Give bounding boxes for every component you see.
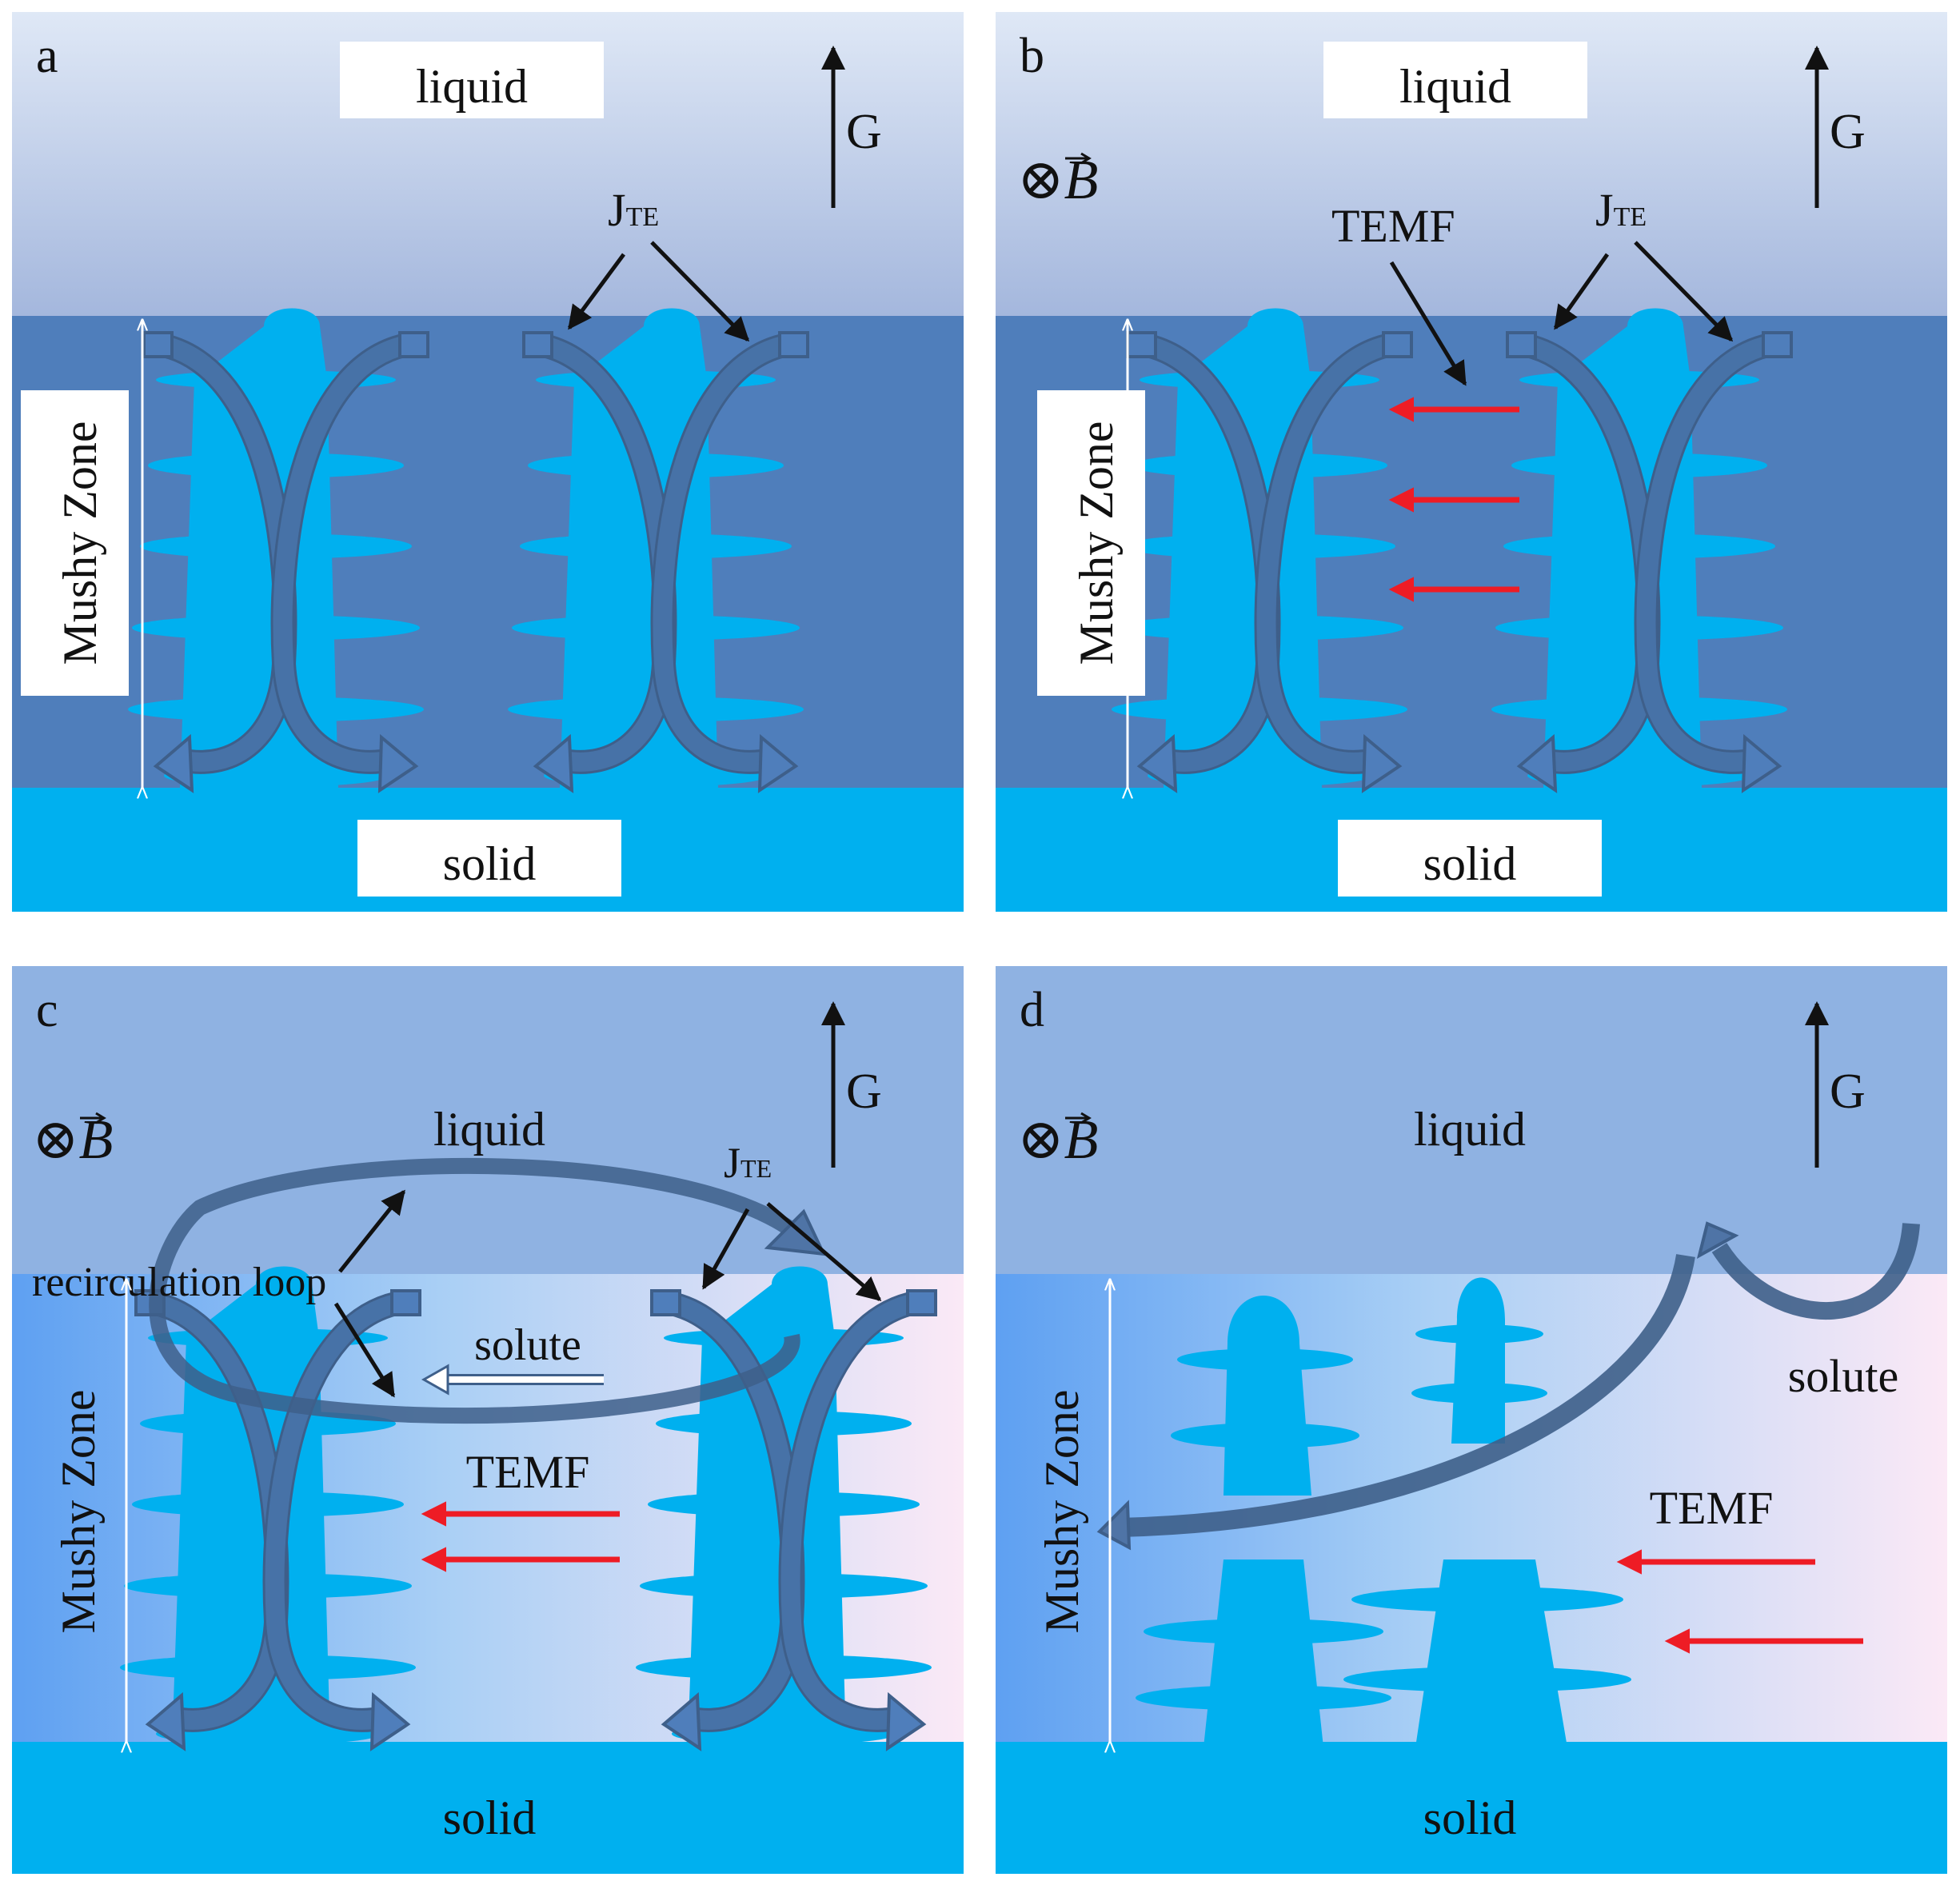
vector-arrow-icon <box>1065 1112 1092 1124</box>
liquid-label: liquid <box>1414 1103 1526 1156</box>
solid-label: solid <box>443 1791 537 1844</box>
solid-label: solid <box>443 837 537 890</box>
liquid-label: liquid <box>1399 60 1511 113</box>
gravity-label: G <box>846 1064 882 1119</box>
solute-label: solute <box>474 1320 581 1370</box>
panel-d: d liquid solid G ⊗B solute TEMF Mushy Zo… <box>996 966 1947 1874</box>
vector-arrow-icon <box>80 1112 106 1124</box>
gravity-label: G <box>846 105 882 159</box>
gravity-label: G <box>1830 1064 1866 1119</box>
current-label: JTE <box>724 1139 772 1187</box>
mushy-zone-label: Mushy Zone <box>52 1390 105 1634</box>
recirculation-loop-arrow <box>149 1157 814 1424</box>
mushy-zone-label: Mushy Zone <box>1070 421 1123 665</box>
panel-letter: c <box>36 983 58 1037</box>
panel-letter: d <box>1020 983 1044 1037</box>
gravity-label: G <box>1830 105 1866 159</box>
magnetic-field-label: ⊗B <box>1017 150 1098 211</box>
liquid-label: liquid <box>433 1103 545 1156</box>
mushy-zone-label: Mushy Zone <box>54 421 106 665</box>
panel-letter: b <box>1020 29 1044 83</box>
dendrite-fragment <box>1411 1277 1547 1444</box>
panel-a: a liquid solid G JTE Mushy Zone <box>12 12 964 912</box>
current-label: JTE <box>608 184 659 236</box>
dendrite-fragment <box>1171 1296 1359 1496</box>
dendrite-fragment <box>1343 1560 1631 1747</box>
solid-label: solid <box>1423 1791 1517 1844</box>
solute-flow-arrow <box>421 1364 449 1396</box>
temf-label: TEMF <box>1650 1482 1774 1534</box>
panel-c: c liquid solid G ⊗B JTE recirculation lo… <box>12 966 964 1874</box>
magnetic-field-label: ⊗B <box>1017 1109 1098 1171</box>
solute-plume-arrow <box>1119 1254 1695 1537</box>
panel-b: b liquid solid G ⊗B JTE TEMF Mushy Zone <box>996 12 1947 912</box>
solute-plume-arrow <box>1711 1223 1920 1320</box>
current-label: JTE <box>1595 184 1647 236</box>
solid-label: solid <box>1423 837 1517 890</box>
dendrite-fragment <box>1136 1560 1391 1747</box>
temf-label: TEMF <box>466 1446 590 1498</box>
mushy-zone-label: Mushy Zone <box>1036 1390 1088 1634</box>
recirculation-loop-label: recirculation loop <box>32 1260 326 1305</box>
solute-label: solute <box>1788 1350 1899 1402</box>
magnetic-field-label: ⊗B <box>32 1109 113 1171</box>
vector-arrow-icon <box>1065 152 1092 165</box>
liquid-label: liquid <box>416 60 528 113</box>
temf-label: TEMF <box>1331 200 1455 252</box>
panel-letter: a <box>36 29 58 83</box>
